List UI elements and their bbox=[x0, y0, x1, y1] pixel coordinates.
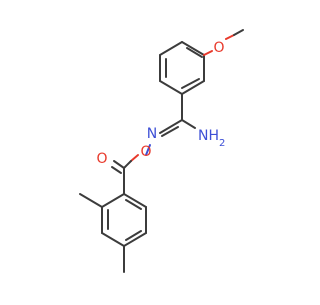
methoxy-group: O bbox=[203, 29, 244, 56]
amidine-double-bond-inner bbox=[161, 126, 179, 137]
ring-double-bond bbox=[125, 230, 142, 241]
methoxyphenyl-ring bbox=[159, 41, 205, 95]
ester-linker: O O bbox=[96, 144, 152, 195]
ring-double-bond bbox=[181, 78, 200, 89]
amidine-group: NH2 N bbox=[147, 93, 225, 149]
ortho-methyl-bond bbox=[79, 193, 103, 208]
dimethylphenyl-ring bbox=[101, 193, 147, 247]
amidine-nh-bond bbox=[181, 119, 196, 129]
ring-bond bbox=[123, 232, 147, 247]
ring-bond bbox=[159, 80, 183, 95]
ring-bond bbox=[181, 80, 205, 95]
ring-bond bbox=[181, 41, 205, 56]
amidine-double-bond bbox=[159, 119, 183, 134]
molecule-canvas: O NH2 N O O bbox=[79, 29, 244, 273]
ester-oxygen-label: O bbox=[140, 144, 151, 160]
imine-nitrogen-label: N bbox=[147, 126, 157, 142]
amine-label: NH2 bbox=[198, 128, 225, 149]
o-carbonyl-bond bbox=[130, 154, 139, 162]
ring-bond bbox=[123, 193, 147, 208]
structure-diagram: O NH2 N O O bbox=[79, 29, 244, 273]
ring-bond bbox=[101, 232, 125, 247]
carbonyl-double-bond-inner bbox=[111, 166, 122, 174]
carbonyl-oxygen-label: O bbox=[96, 151, 107, 167]
methoxy-methyl-bond bbox=[225, 34, 235, 40]
ring-bond bbox=[159, 41, 183, 56]
ring-bond bbox=[101, 193, 125, 208]
n-o-bond bbox=[145, 144, 151, 156]
o-carbonyl-bond bbox=[123, 160, 132, 169]
methoxy-bond bbox=[203, 50, 213, 56]
ring-double-bond bbox=[186, 47, 203, 58]
methoxy-oxygen-label: O bbox=[213, 40, 224, 56]
methoxy-methyl-bond bbox=[233, 29, 244, 36]
carbonyl-double-bond bbox=[113, 160, 125, 169]
ring-double-bond bbox=[125, 199, 142, 210]
methyl-groups bbox=[79, 193, 125, 273]
